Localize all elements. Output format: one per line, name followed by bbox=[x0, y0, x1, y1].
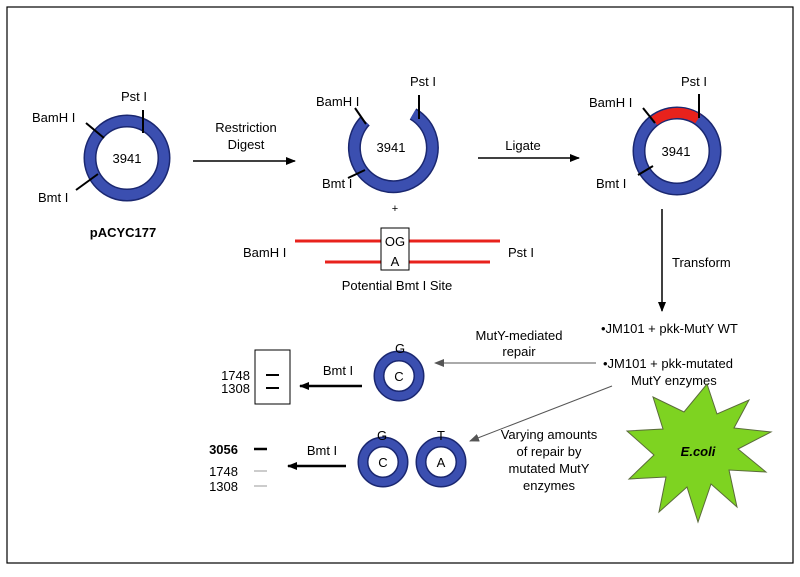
plasmid-original: 3941 Pst I BamH I Bmt I pACYC177 bbox=[32, 89, 171, 240]
plasmid-size: 3941 bbox=[113, 151, 142, 166]
step-wt-repair: MutY-mediated repair bbox=[434, 328, 596, 367]
bottom-base: A bbox=[391, 254, 400, 269]
bmt-site-label: Bmt I bbox=[322, 176, 352, 191]
gel-wt: 1748 1308 bbox=[221, 349, 291, 405]
strain-mutated-line2: MutY enzymes bbox=[631, 373, 717, 388]
gel-mutated: 3056 1748 1308 bbox=[209, 442, 267, 494]
mutated-repair-label-line3: mutated MutY bbox=[509, 461, 590, 476]
ring2-inner-base: A bbox=[437, 455, 446, 470]
bmt-site-tick bbox=[637, 165, 654, 176]
digest-label-line1: Restriction bbox=[215, 120, 276, 135]
plasmid-cut-arc bbox=[349, 109, 438, 192]
step-digest: Restriction Digest bbox=[193, 120, 296, 165]
band-size-label: 3056 bbox=[209, 442, 238, 457]
ring2-top-base: T bbox=[437, 428, 445, 443]
mutated-repair-label-line1: Varying amounts bbox=[501, 427, 598, 442]
figure-frame bbox=[6, 6, 794, 564]
bmt-site-tick bbox=[75, 173, 99, 191]
ring1-top-base: G bbox=[377, 428, 387, 443]
plasmid-ligated: 3941 Pst I BamH I Bmt I bbox=[589, 74, 722, 196]
wt-repair-label-line1: MutY-mediated bbox=[476, 328, 563, 343]
pst-site-label: Pst I bbox=[681, 74, 707, 89]
ligate-label: Ligate bbox=[505, 138, 540, 153]
step-mutated-repair: Varying amounts of repair by mutated Mut… bbox=[469, 385, 613, 493]
top-base: G bbox=[395, 341, 405, 356]
plasmid-size: 3941 bbox=[662, 144, 691, 159]
ecoli-label: E.coli bbox=[681, 444, 716, 459]
plasmid-ring-ta bbox=[417, 438, 465, 486]
ecoli-shape bbox=[625, 382, 773, 524]
ring1-inner-base: C bbox=[378, 455, 387, 470]
plasmid-ring-fill bbox=[85, 116, 169, 200]
bmt-site-tick bbox=[347, 169, 366, 179]
top-base: OG bbox=[385, 234, 405, 249]
bmt-site-label: Bmt I bbox=[38, 190, 68, 205]
gel-lane bbox=[254, 349, 291, 405]
plus-sign: + bbox=[392, 203, 398, 215]
insert-segment bbox=[650, 107, 701, 126]
digest-mutated: Bmt I bbox=[287, 443, 346, 470]
plasmid-ring bbox=[375, 352, 423, 400]
plasmid-size: 3941 bbox=[377, 140, 406, 155]
mixed-plasmids: G C T A bbox=[357, 428, 467, 488]
inner-base: C bbox=[394, 369, 403, 384]
plasmid-cut: 3941 Pst I BamH I Bmt I bbox=[316, 74, 439, 194]
band-size-label: 1308 bbox=[221, 381, 250, 396]
bamh-site-tick bbox=[354, 107, 367, 125]
bamh-site-tick bbox=[642, 107, 656, 124]
transform-label: Transform bbox=[672, 255, 731, 270]
mutated-repair-arrow bbox=[469, 385, 613, 442]
wt-repair-label-line2: repair bbox=[502, 344, 536, 359]
bmt-digest-label: Bmt I bbox=[307, 443, 337, 458]
step-ligate: Ligate bbox=[478, 138, 580, 162]
ecoli-starburst: E.coli bbox=[625, 382, 773, 524]
mutated-repair-label-line2: of repair by bbox=[516, 444, 582, 459]
pst-site-label: Pst I bbox=[121, 89, 147, 104]
digest-wt: Bmt I bbox=[299, 363, 362, 390]
pst-end-label: Pst I bbox=[508, 245, 534, 260]
bamh-site-label: BamH I bbox=[316, 94, 359, 109]
plasmid-ring-gc bbox=[359, 438, 407, 486]
pst-site-label: Pst I bbox=[410, 74, 436, 89]
bmt-site-label: Bmt I bbox=[596, 176, 626, 191]
bamh-site-tick bbox=[85, 122, 105, 139]
bmt-site-caption: Potential Bmt I Site bbox=[342, 278, 453, 293]
bamh-end-label: BamH I bbox=[243, 245, 286, 260]
bmt-site-box bbox=[380, 227, 410, 271]
digest-label-line2: Digest bbox=[228, 137, 265, 152]
strain-mutated-line1: •JM101 + pkk-mutated bbox=[603, 356, 733, 371]
insert-duplex: OG A BamH I Pst I Potential Bmt I Site bbox=[243, 227, 534, 293]
plasmid-name: pACYC177 bbox=[90, 225, 156, 240]
repaired-plasmid-gc: G C bbox=[373, 341, 425, 402]
bamh-site-label: BamH I bbox=[32, 110, 75, 125]
band-size-label: 1748 bbox=[209, 464, 238, 479]
strain-wt: •JM101 + pkk-MutY WT bbox=[601, 321, 738, 336]
mutated-repair-label-line4: enzymes bbox=[523, 478, 576, 493]
bmt-digest-label: Bmt I bbox=[323, 363, 353, 378]
band-size-label: 1748 bbox=[221, 368, 250, 383]
band-size-label: 1308 bbox=[209, 479, 238, 494]
bamh-site-label: BamH I bbox=[589, 95, 632, 110]
step-transform: Transform bbox=[658, 209, 731, 312]
